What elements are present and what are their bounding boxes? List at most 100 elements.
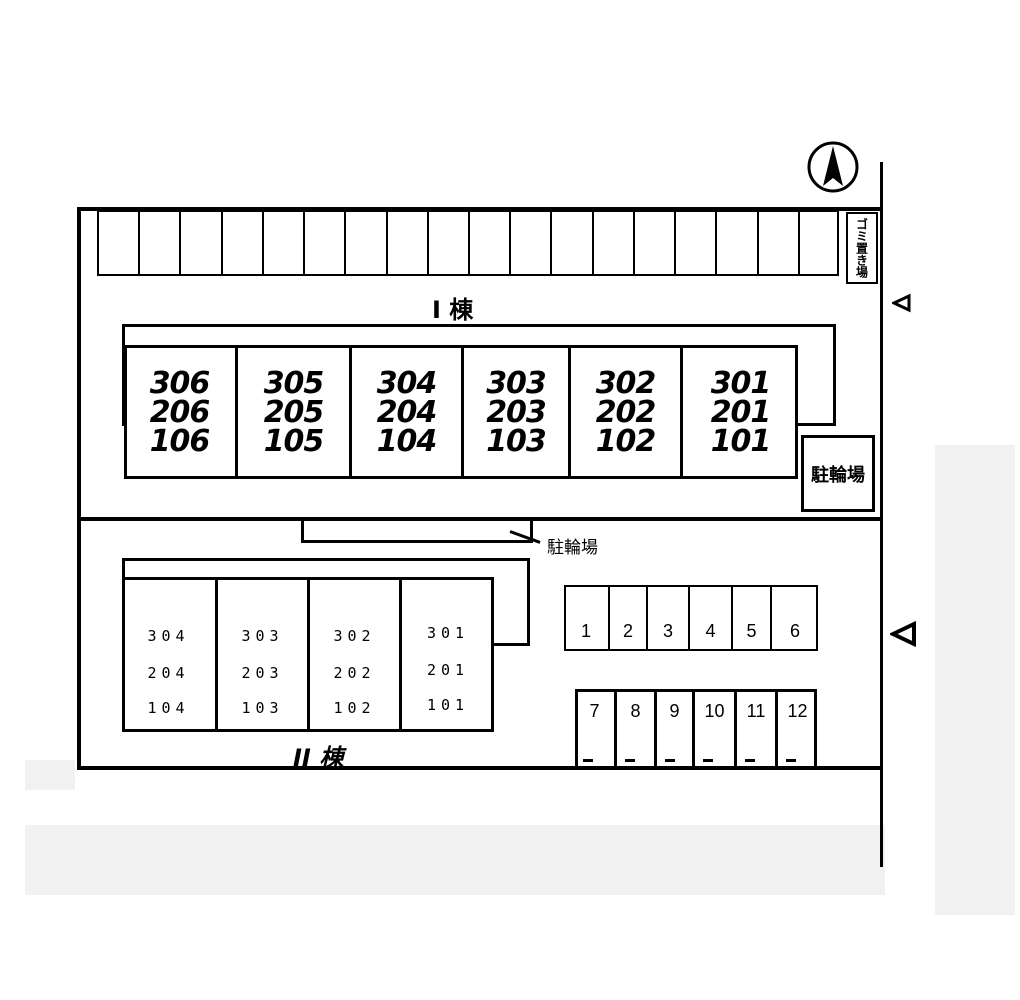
building-2-unit: 301 201 101 [402, 577, 494, 732]
parking-stop-mark [703, 759, 713, 762]
unit-number: 301 [426, 624, 470, 642]
unit-number: 302 [333, 627, 376, 645]
background-shade-bottom [25, 825, 885, 895]
site-boundary [77, 207, 883, 770]
entrance-marker-icon [888, 620, 918, 648]
parking-space-number: 9 [669, 701, 680, 721]
unit-number: 305 [263, 365, 325, 401]
parking-stall-divider [632, 212, 635, 274]
parking-stop-mark [625, 759, 635, 762]
background-shade-left [25, 760, 75, 790]
entrance-marker-icon [890, 293, 912, 313]
unit-number: 203 [241, 664, 284, 682]
bike-parking-2-label: 駐輪場 [547, 538, 598, 558]
unit-number: 202 [595, 394, 657, 430]
parking-space-number: 7 [589, 701, 600, 721]
unit-number: 103 [486, 423, 547, 459]
parking-stall-divider [261, 212, 264, 274]
north-compass-icon [806, 140, 860, 194]
unit-number: 206 [149, 394, 211, 430]
parking-stall-divider [385, 212, 388, 274]
parking-row-1 [564, 585, 818, 651]
unit-number: 104 [376, 423, 438, 459]
unit-number: 304 [376, 365, 438, 401]
parking-stall-divider [179, 212, 182, 274]
parking-space: 7 [575, 689, 617, 767]
unit-number: 204 [376, 394, 438, 430]
unit-number: 202 [333, 664, 376, 682]
parking-stall-divider [674, 212, 677, 274]
parking-space: 10 [695, 689, 737, 767]
parking-stall-divider [550, 212, 553, 274]
parking-space: 12 [778, 689, 817, 767]
building-2-unit: 302 202 102 [310, 577, 402, 732]
parking-row-2 [575, 689, 817, 767]
parking-space: 11 [737, 689, 778, 767]
parking-space-number: 3 [662, 621, 673, 641]
parking-space: 1 [564, 585, 610, 651]
unit-number: 301 [710, 365, 772, 401]
parking-space: 4 [690, 585, 733, 651]
parking-stall-divider [591, 212, 594, 274]
garbage-area-label: ゴミ置き場 [854, 218, 869, 278]
parking-stall-divider [468, 212, 470, 274]
parking-space: 5 [733, 585, 772, 651]
unit-number: 103 [241, 699, 284, 717]
top-parking-row [97, 210, 839, 276]
parking-space-number: 4 [705, 621, 716, 641]
bike-parking-2-area [301, 521, 533, 543]
garbage-area: ゴミ置き場 [846, 212, 878, 284]
unit-number: 303 [486, 365, 547, 401]
unit-number: 303 [241, 627, 284, 645]
unit-number: 204 [147, 664, 190, 682]
parking-space-number: 12 [787, 701, 808, 721]
bike-parking-1: 駐輪場 [801, 435, 875, 512]
parking-space-number: 1 [580, 621, 591, 641]
parking-space-number: 5 [746, 621, 757, 641]
parking-space-number: 8 [630, 701, 641, 721]
parking-stall-divider [756, 212, 759, 274]
unit-number: 203 [486, 394, 547, 430]
parking-stall-divider [220, 212, 223, 274]
unit-number: 304 [147, 627, 190, 645]
parking-space: 9 [657, 689, 695, 767]
parking-stop-mark [665, 759, 675, 762]
parking-space: 6 [772, 585, 818, 651]
building-2-label: II 棟 [293, 744, 344, 772]
unit-number: 102 [595, 423, 657, 459]
parking-stall-divider [303, 212, 306, 274]
unit-number: 201 [426, 661, 470, 679]
unit-number: 205 [263, 394, 325, 430]
unit-number: 102 [333, 699, 376, 717]
parking-stall-divider [715, 212, 718, 274]
parking-space: 3 [648, 585, 690, 651]
unit-number: 302 [595, 365, 657, 401]
unit-number: 201 [710, 394, 772, 430]
road-line [880, 162, 883, 867]
bike-parking-1-label: 駐輪場 [811, 464, 865, 486]
parking-space: 2 [610, 585, 648, 651]
building-2-unit: 304 204 104 [122, 577, 218, 732]
background-shade-right [935, 445, 1015, 915]
parking-space-number: 2 [622, 621, 633, 641]
parking-stall-divider [138, 212, 141, 274]
parking-stall-divider [426, 212, 429, 274]
parking-space-number: 6 [789, 621, 800, 641]
parking-stop-mark [786, 759, 796, 762]
unit-number: 105 [263, 423, 325, 459]
parking-space: 8 [617, 689, 657, 767]
unit-number: 104 [147, 699, 190, 717]
building-1-label: I 棟 [432, 296, 474, 324]
unit-number: 306 [149, 365, 211, 401]
building-2-unit: 303 203 103 [218, 577, 310, 732]
unit-number: 101 [426, 696, 470, 714]
parking-stop-mark [583, 759, 593, 762]
unit-number: 101 [710, 423, 772, 459]
unit-number: 106 [149, 423, 211, 459]
